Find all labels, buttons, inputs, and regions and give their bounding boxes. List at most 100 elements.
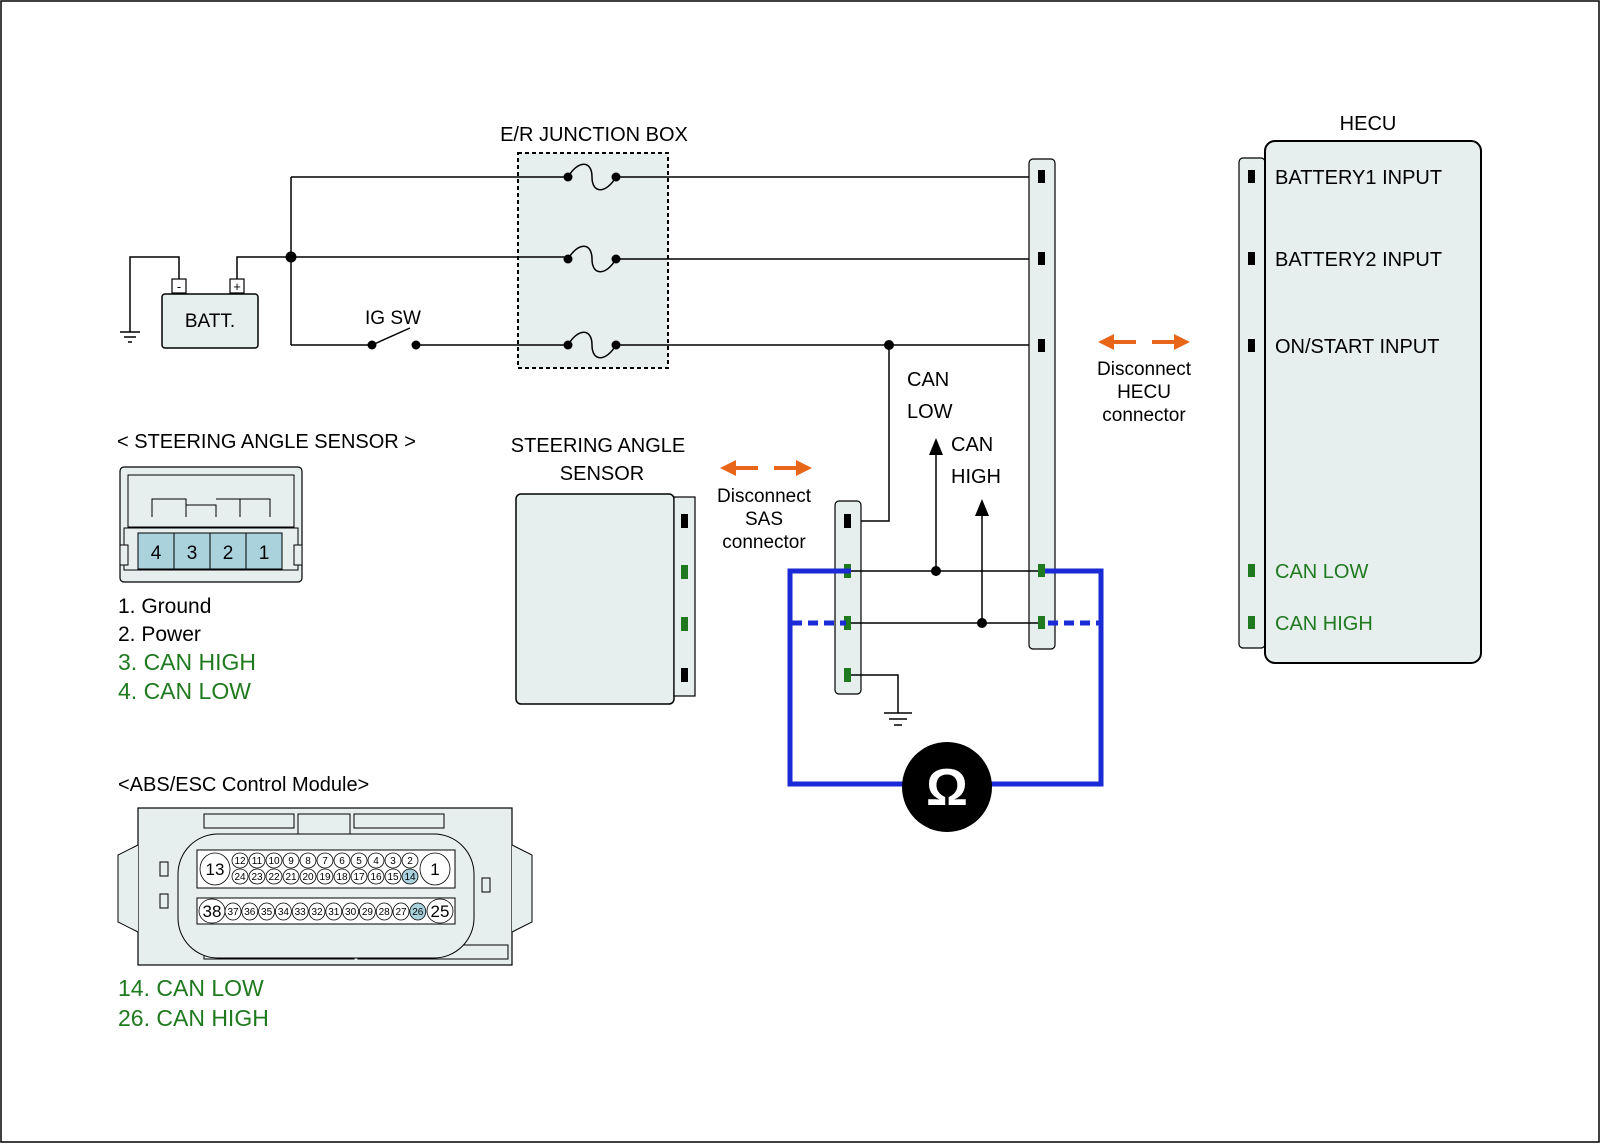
sas-disconnect-label: SAS <box>745 509 783 530</box>
hecu-pin-label: BATTERY2 INPUT <box>1275 249 1442 271</box>
harness-pin-battery2 <box>1038 252 1045 265</box>
junction-box-title: E/R JUNCTION BOX <box>500 124 688 146</box>
abs-pin <box>282 868 300 885</box>
hecu-disconnect-label: connector <box>1102 405 1186 426</box>
abs-pin-number: 26 <box>412 907 424 918</box>
abs-pin-number: 18 <box>336 872 348 883</box>
sas-module-pin-2 <box>681 565 688 579</box>
abs-pin <box>282 852 300 869</box>
abs-pin-number: 6 <box>339 856 345 867</box>
can-high-label: HIGH <box>951 466 1001 488</box>
battery <box>161 293 259 349</box>
power-bus-wiring <box>236 176 1042 346</box>
abs-pin <box>316 852 334 869</box>
abs-pin-number: 13 <box>206 860 225 879</box>
abs-pin-number: 8 <box>305 856 311 867</box>
ohmmeter <box>902 742 992 832</box>
sas-disconnect-label: Disconnect <box>717 486 812 507</box>
abs-pin <box>384 868 402 885</box>
abs-pin <box>392 902 410 921</box>
abs-pin <box>375 902 393 921</box>
harness-pin-on-start <box>1038 339 1045 352</box>
abs-pin-number: 7 <box>322 856 328 867</box>
abs-pin <box>333 868 351 885</box>
junction-box <box>517 152 669 369</box>
sas-harness-pin-3 <box>844 616 851 630</box>
abs-pin-number: 16 <box>370 872 382 883</box>
abs-pin-number: 23 <box>251 872 263 883</box>
abs-pin <box>384 852 402 869</box>
abs-pin <box>265 852 283 869</box>
ohm-icon: Ω <box>926 759 968 817</box>
abs-pin-number: 24 <box>234 872 246 883</box>
abs-pin <box>248 868 266 885</box>
sas-legend-item: 4. CAN LOW <box>118 678 251 704</box>
abs-pin-number: 9 <box>288 856 294 867</box>
sas-module-title: SENSOR <box>560 463 644 485</box>
can-low-label: LOW <box>907 401 953 423</box>
sas-module-pin-1 <box>681 514 688 528</box>
hecu-pin-label: BATTERY1 INPUT <box>1275 167 1442 189</box>
abs-pin <box>367 852 385 869</box>
sas-legend-item: 3. CAN HIGH <box>118 649 256 675</box>
sas-connector-face <box>119 466 303 583</box>
sas-pin-number: 4 <box>151 543 162 564</box>
abs-pin-number: 34 <box>278 907 290 918</box>
hecu-pin-1 <box>1248 170 1255 183</box>
abs-pin-number: 5 <box>356 856 362 867</box>
sas-module-connector <box>673 496 696 697</box>
can-bus-wires <box>851 570 1038 624</box>
abs-pin <box>342 902 360 921</box>
hecu-pin-label: CAN HIGH <box>1275 613 1373 635</box>
abs-pin-number: 29 <box>362 907 374 918</box>
hecu-disconnect-label: HECU <box>1117 382 1171 403</box>
sas-harness-connector <box>834 500 862 695</box>
can-high-label: CAN <box>951 434 993 456</box>
abs-pin <box>248 852 266 869</box>
abs-pin-number: 4 <box>373 856 379 867</box>
harness-pin-can-low <box>1038 564 1045 577</box>
abs-pin <box>325 902 343 921</box>
sas-pin-number: 3 <box>187 543 198 564</box>
abs-pin <box>333 852 351 869</box>
abs-pin <box>258 902 276 921</box>
hecu-disconnect-arrows <box>1098 334 1190 350</box>
abs-pin-number: 12 <box>234 856 246 867</box>
abs-pin-number: 3 <box>390 856 396 867</box>
abs-pin-number: 27 <box>395 907 407 918</box>
abs-pin-number: 22 <box>268 872 280 883</box>
can-high-tap-dot <box>977 618 987 628</box>
abs-pin <box>409 902 427 921</box>
hecu-pin-4 <box>1248 564 1255 577</box>
sas-module-title: STEERING ANGLE <box>511 435 686 457</box>
can-high-arrow <box>975 499 989 624</box>
abs-pin-number: 2 <box>407 856 413 867</box>
abs-pin-number: 30 <box>345 907 357 918</box>
sas-connector-title: < STEERING ANGLE SENSOR > <box>117 431 416 453</box>
abs-pin-number: 33 <box>295 907 307 918</box>
battery-ground-wire <box>120 256 180 343</box>
hecu-pin-2 <box>1248 252 1255 265</box>
sas-legend-item: 2. Power <box>118 623 201 646</box>
abs-pin <box>401 852 419 869</box>
sas-pin-number: 2 <box>223 543 234 564</box>
hecu-pin-label: CAN LOW <box>1275 561 1368 583</box>
sas-module-pin-4 <box>681 668 688 682</box>
abs-pin-number: 11 <box>252 856 263 867</box>
abs-pin <box>419 852 451 886</box>
sas-module-pin-3 <box>681 617 688 631</box>
harness-pin-can-high <box>1038 616 1045 629</box>
abs-legend-item: 26. CAN HIGH <box>118 1005 269 1031</box>
abs-pin-number: 15 <box>387 872 399 883</box>
sas-disconnect-label: connector <box>722 532 806 553</box>
abs-pin-number: 20 <box>302 872 314 883</box>
abs-pin <box>299 868 317 885</box>
abs-pin <box>299 852 317 869</box>
abs-pin-number: 25 <box>431 902 450 921</box>
sas-ground-wire <box>851 674 912 726</box>
abs-pin <box>358 902 376 921</box>
abs-pin <box>199 852 231 886</box>
abs-pin <box>265 868 283 885</box>
